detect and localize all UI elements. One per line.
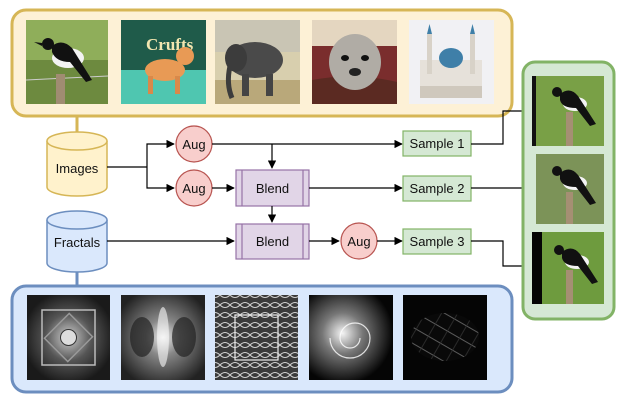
edge-images-to-aug2: [146, 167, 175, 193]
poodle-photo: Crufts: [121, 20, 206, 104]
sample-2-image: [536, 154, 604, 224]
fractal-5: [403, 295, 487, 380]
sample-1-image: [532, 76, 604, 146]
blend-node-1: Blend: [235, 169, 310, 207]
terrier-photo: [312, 20, 397, 104]
aug-node-3-label: Aug: [347, 234, 370, 249]
aug-node-2-label: Aug: [182, 181, 205, 196]
sample-2-node: Sample 2: [402, 175, 472, 202]
fractal-3: [215, 295, 298, 380]
aug-node-3: Aug: [340, 222, 378, 260]
fractal-2: [121, 295, 205, 380]
sample-1-label: Sample 1: [410, 136, 465, 151]
fractal-4: [309, 295, 393, 380]
magpie-photo: [25, 20, 109, 104]
sample-3-label: Sample 3: [410, 234, 465, 249]
edge-sample1-to-output: [471, 110, 532, 145]
sample-1-node: Sample 1: [402, 130, 472, 157]
images-database-label: Images: [56, 161, 99, 176]
fractals-database: Fractals: [46, 210, 108, 273]
fractal-1: [27, 295, 110, 380]
sample-3-node: Sample 3: [402, 228, 472, 255]
blend-node-2-label: Blend: [256, 234, 289, 249]
aug-node-1: Aug: [175, 125, 213, 163]
blend-node-1-label: Blend: [256, 181, 289, 196]
edge-sample3-to-output: [471, 240, 532, 267]
fractals-database-label: Fractals: [54, 235, 101, 250]
blend-node-2: Blend: [235, 223, 310, 260]
aug-node-2: Aug: [175, 169, 213, 207]
mosque-photo: [409, 20, 494, 104]
sample-2-label: Sample 2: [410, 181, 465, 196]
sample-3-image: [532, 232, 604, 304]
elephant-photo: [215, 20, 300, 104]
aug-node-1-label: Aug: [182, 137, 205, 152]
images-database: Images: [46, 131, 108, 197]
edge-images-to-aug1: [146, 139, 175, 167]
